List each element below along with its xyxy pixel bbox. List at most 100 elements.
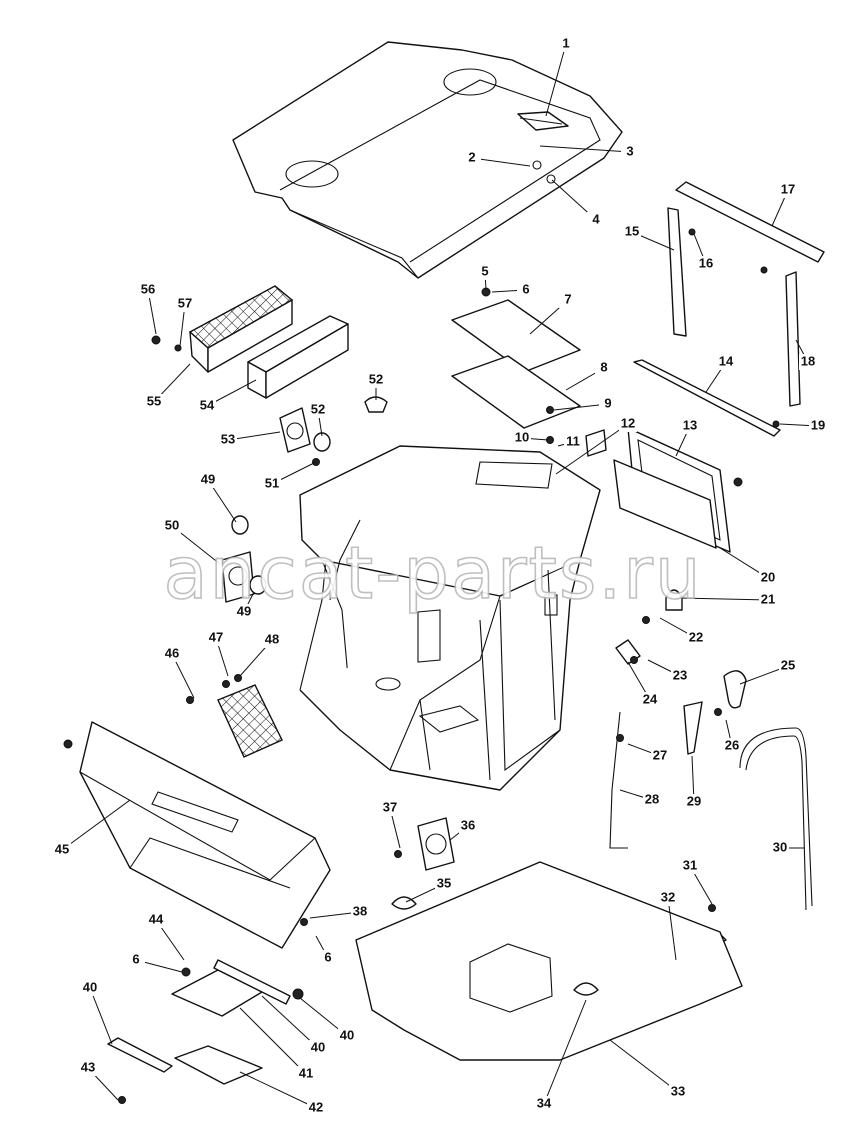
callout-label: 5 (481, 263, 488, 278)
callout-label: 42 (309, 1099, 323, 1114)
callout-label: 1 (562, 35, 569, 50)
callout-background (779, 182, 797, 198)
plate-8 (451, 355, 581, 429)
callout-background (145, 394, 163, 410)
callout-background (198, 398, 216, 414)
callout-background (723, 738, 741, 754)
callout-label: 35 (437, 875, 451, 890)
callout-background (595, 360, 613, 376)
callout-background (517, 282, 535, 298)
callout-label: 49 (237, 603, 251, 618)
callout-background (163, 518, 181, 534)
callout-label: 41 (299, 1065, 313, 1080)
callout-label: 7 (564, 291, 571, 306)
callout-label: 20 (761, 569, 775, 584)
callout-label: 16 (699, 255, 713, 270)
callout-label: 47 (209, 629, 223, 644)
leader-line (239, 1071, 317, 1109)
callout-background (463, 150, 481, 166)
callout-label: 8 (600, 359, 607, 374)
callout-background (53, 842, 71, 858)
callout-background (759, 570, 777, 586)
mesh-panel-46 (217, 684, 283, 758)
callout-label: 21 (761, 591, 775, 606)
callout-label: 18 (801, 353, 815, 368)
callout-background (671, 668, 689, 684)
callout-label: 31 (683, 857, 697, 872)
callout-label: 28 (645, 791, 659, 806)
callout-background (643, 792, 661, 808)
leader-line (555, 423, 629, 475)
callout-background (681, 858, 699, 874)
callout-label: 49 (201, 471, 215, 486)
callout-background (599, 396, 617, 412)
left-parts (79, 285, 388, 1085)
callout-label: 15 (625, 223, 639, 238)
callout-label: 40 (311, 1039, 325, 1054)
callout-label: 56 (141, 281, 155, 296)
callout-label: 6 (324, 949, 331, 964)
callout-label: 55 (147, 393, 161, 408)
watermark: ancat-parts.ru (164, 531, 703, 615)
gasket-36 (417, 817, 455, 871)
leader-line (471, 157, 531, 167)
callout-background (621, 144, 639, 160)
callout-label: 50 (165, 517, 179, 532)
callout-background (338, 1028, 356, 1044)
callout-background (176, 296, 194, 312)
callout-label: 29 (687, 793, 701, 808)
callout-label: 4 (592, 211, 600, 226)
callout-label: 37 (383, 799, 397, 814)
callout-background (557, 36, 575, 52)
callout-background (367, 372, 385, 388)
callout-label: 33 (671, 1083, 685, 1098)
callout-background (535, 1096, 553, 1112)
callout-label: 25 (781, 657, 795, 672)
callout-label: 53 (221, 431, 235, 446)
callout-label: 34 (537, 1095, 552, 1110)
callout-background (697, 256, 715, 272)
callout-label: 45 (55, 841, 69, 856)
callout-label: 54 (200, 397, 215, 412)
callout-label: 12 (621, 415, 635, 430)
callout-label: 43 (81, 1059, 95, 1074)
callout-background (564, 434, 582, 450)
callout-label: 10 (515, 429, 529, 444)
callout-background (587, 212, 605, 228)
leader-line (543, 999, 587, 1105)
callout-background (381, 800, 399, 816)
callout-label: 14 (719, 353, 734, 368)
leader-line (239, 1007, 307, 1075)
callout-background (307, 1100, 325, 1116)
callout-label: 6 (522, 281, 529, 296)
callout-background (681, 418, 699, 434)
callout-label: 2 (468, 149, 475, 164)
callout-label: 24 (643, 691, 658, 706)
callout-background (79, 1060, 97, 1076)
leader-line (61, 799, 131, 851)
callout-background (309, 1040, 327, 1056)
leader-line (609, 1039, 679, 1093)
callout-label: 19 (811, 417, 825, 432)
callout-label: 48 (265, 631, 279, 646)
leader-line (679, 597, 769, 601)
callout-background (207, 630, 225, 646)
plate-7 (451, 299, 581, 373)
right-parts (355, 181, 825, 1061)
callout-label: 11 (566, 433, 580, 448)
callout-background (809, 418, 827, 434)
callout-background (717, 354, 735, 370)
callout-label: 52 (369, 371, 383, 386)
callout-label: 13 (683, 417, 697, 432)
callout-label: 32 (661, 889, 675, 904)
callout-background (685, 794, 703, 810)
callout-label: 30 (773, 839, 787, 854)
callout-background (319, 950, 337, 966)
callout-label: 51 (265, 475, 279, 490)
callout-label: 22 (689, 629, 703, 644)
callout-label: 40 (340, 1027, 354, 1042)
callout-label: 17 (781, 181, 795, 196)
leader-line (545, 43, 567, 117)
callout-background (235, 604, 253, 620)
